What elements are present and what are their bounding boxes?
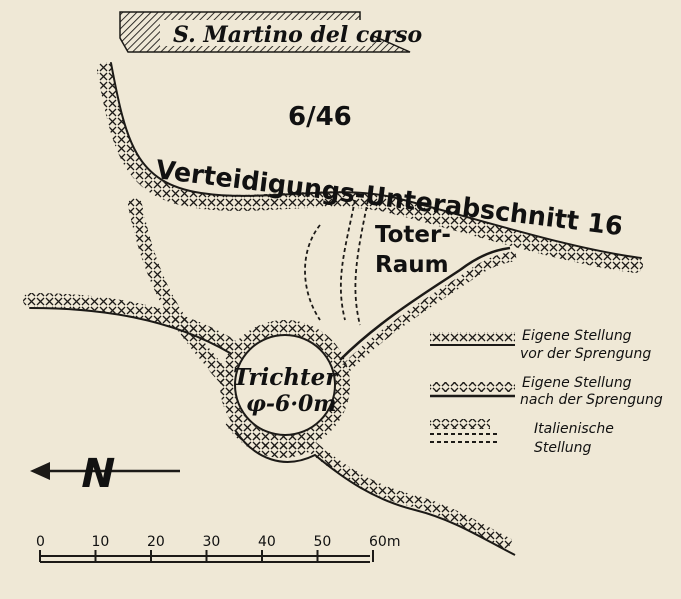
legend-item-own-before: Eigene Stellung vor der Sprengung: [430, 328, 651, 362]
legend-italian-line2: Stellung: [534, 440, 592, 456]
trench-own-after: [225, 246, 517, 556]
crater-diameter: φ-6·0m: [246, 391, 337, 417]
north-arrow-letter: N: [76, 449, 120, 496]
legend-item-italian: Italienische Stellung: [430, 419, 614, 456]
trench-italian: [304, 199, 369, 326]
scale-tick-label: 40: [258, 534, 276, 550]
location-label: S. Martino del carso: [173, 22, 422, 48]
legend-own-before-line1: Eigene Stellung: [522, 328, 632, 344]
legend-item-own-after: Eigene Stellung nach der Sprengung: [430, 375, 663, 408]
scale-tick-label: 50: [314, 534, 332, 550]
crater-label: Trichter: [233, 364, 339, 391]
dead-zone-line1: Toter-: [375, 222, 451, 248]
legend-own-after-line1: Eigene Stellung: [522, 375, 632, 391]
legend-own-after-line2: nach der Sprengung: [520, 392, 663, 408]
scale-tick-label: 60m: [369, 534, 400, 550]
scale-bar: 0 10 20 30 40 50 60m: [36, 534, 400, 563]
north-arrow: N: [30, 449, 180, 497]
scale-tick-label: 0: [36, 534, 45, 550]
legend-italian-line1: Italienische: [534, 421, 614, 437]
sector-number: 6/46: [288, 102, 352, 132]
scale-tick-label: 20: [147, 534, 165, 550]
scale-tick-label: 30: [203, 534, 221, 550]
scale-tick-label: 10: [92, 534, 110, 550]
crater: Trichter φ-6·0m: [220, 320, 350, 450]
legend-own-before-line2: vor der Sprengung: [520, 346, 651, 362]
location-banner: S. Martino del carso: [119, 11, 422, 53]
legend: Eigene Stellung vor der Sprengung Eigene…: [430, 328, 663, 456]
dead-zone-line2: Raum: [375, 252, 449, 278]
